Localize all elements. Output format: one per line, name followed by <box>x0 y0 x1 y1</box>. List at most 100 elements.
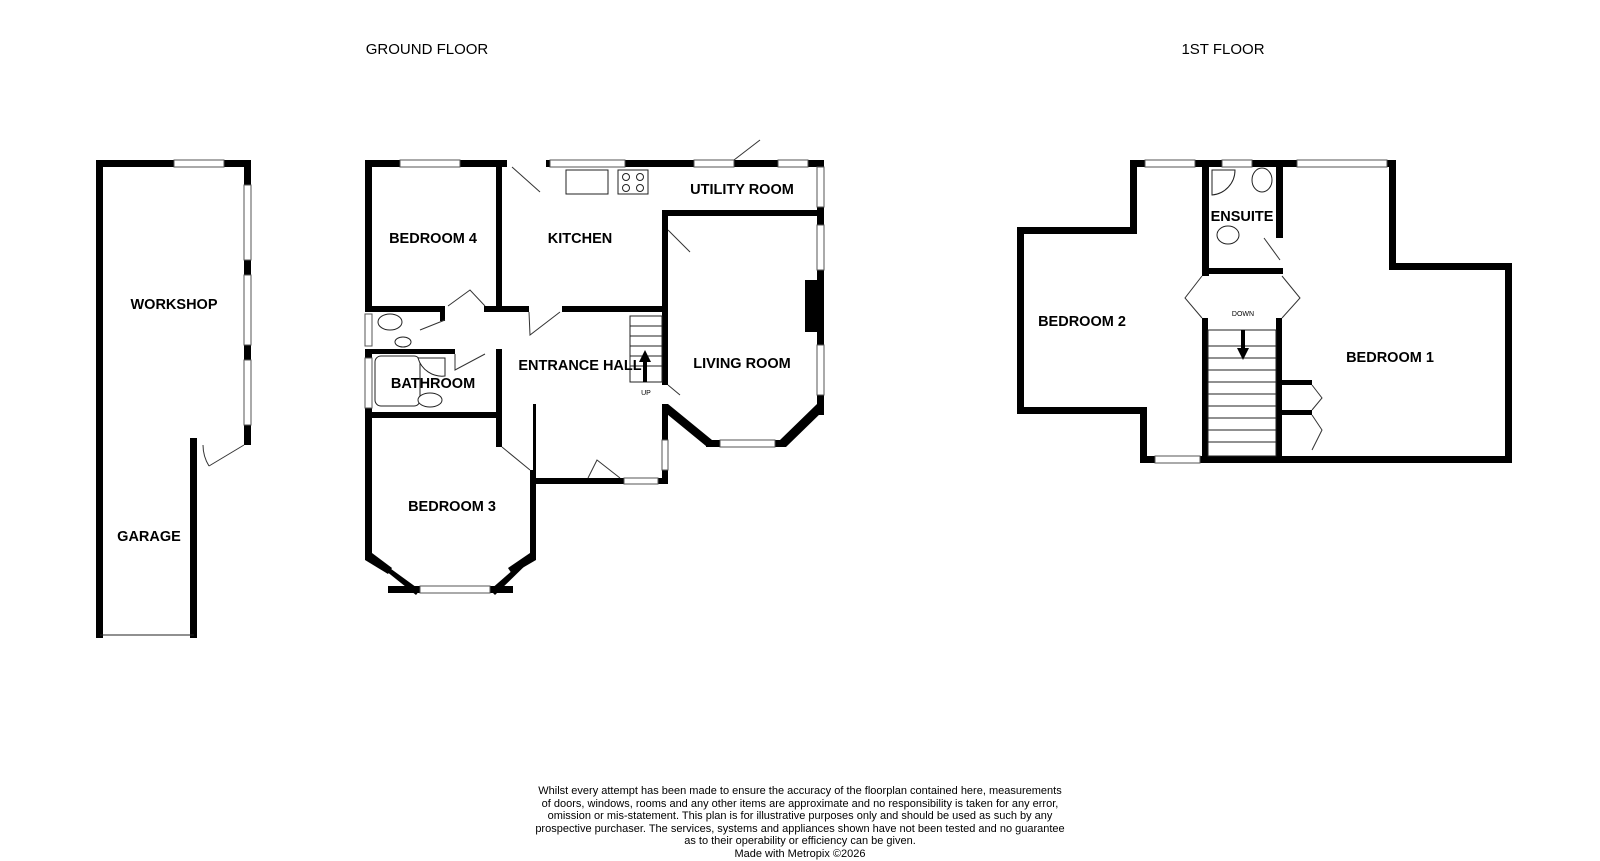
toilet-icon <box>377 313 403 331</box>
door <box>1311 414 1323 451</box>
door <box>733 139 761 161</box>
hob-ring <box>636 173 644 181</box>
door <box>587 459 621 479</box>
room-label-bedroom1: BEDROOM 1 <box>1346 350 1434 366</box>
disclaimer-line: prospective purchaser. The services, sys… <box>535 822 1065 835</box>
door <box>1311 384 1323 411</box>
wall <box>365 306 445 312</box>
wall <box>1017 227 1137 234</box>
wall <box>365 349 455 354</box>
window <box>661 439 669 471</box>
wall <box>780 404 824 447</box>
window <box>549 159 626 168</box>
door <box>447 289 486 307</box>
wall <box>530 470 536 560</box>
hob-ring <box>622 173 630 181</box>
stair-arrow-icon <box>1237 348 1249 360</box>
window <box>816 166 825 208</box>
door <box>454 353 486 371</box>
wall <box>662 210 668 385</box>
basin-icon <box>417 392 443 408</box>
door <box>1184 275 1203 319</box>
shower-icon <box>1211 169 1236 196</box>
sink-icon <box>565 169 609 195</box>
door <box>667 384 681 396</box>
window <box>693 159 735 168</box>
wall <box>1276 160 1283 238</box>
door <box>202 444 245 467</box>
hob-ring <box>636 184 644 192</box>
window <box>364 357 373 409</box>
wall <box>1276 318 1282 463</box>
door <box>501 446 531 471</box>
basin-icon <box>1216 225 1240 245</box>
door <box>511 166 541 193</box>
wall <box>490 555 536 595</box>
credit-line: Made with Metropix ©2026 <box>734 847 866 860</box>
window <box>777 159 809 168</box>
wall <box>662 404 712 446</box>
stair-down-label: DOWN <box>1232 311 1254 318</box>
window <box>419 585 491 594</box>
wall <box>1202 160 1209 276</box>
stair-up-label: UP <box>641 390 651 397</box>
room-label-entrance-hall: ENTRANCE HALL <box>518 358 641 374</box>
fireplace <box>805 280 817 332</box>
first-floor-walls <box>1017 159 1512 464</box>
shower-icon <box>417 357 446 377</box>
room-label-bathroom: BATHROOM <box>391 376 475 392</box>
hob-ring <box>622 184 630 192</box>
wall <box>1505 263 1512 463</box>
door <box>667 229 691 253</box>
room-label-ensuite: ENSUITE <box>1211 209 1274 225</box>
room-label-bedroom3: BEDROOM 3 <box>408 499 496 515</box>
wall <box>365 349 372 559</box>
wall <box>366 555 420 595</box>
window <box>623 477 659 485</box>
window <box>399 159 461 168</box>
wall <box>546 160 824 167</box>
wall <box>562 306 662 312</box>
window <box>173 159 225 168</box>
door <box>1281 275 1301 319</box>
disclaimer-line: omission or mis-statement. This plan is … <box>547 810 1053 823</box>
room-label-workshop: WORKSHOP <box>131 297 218 313</box>
window <box>1221 159 1253 168</box>
wall <box>484 306 529 312</box>
window <box>364 313 373 347</box>
wall <box>817 160 824 415</box>
wall <box>1282 380 1312 385</box>
disclaimer-line: as to their operability or efficiency ca… <box>684 835 916 848</box>
wall <box>1389 263 1512 270</box>
room-label-utility-room: UTILITY ROOM <box>690 182 794 198</box>
window <box>1144 159 1196 168</box>
disclaimer-line: of doors, windows, rooms and any other i… <box>541 797 1059 810</box>
door <box>419 319 446 331</box>
wall <box>496 412 502 447</box>
wall <box>1140 407 1147 463</box>
bath-icon <box>374 355 421 407</box>
stair-arrow-icon <box>639 350 651 362</box>
wall <box>662 210 824 216</box>
stair-arrow-icon <box>1241 330 1245 350</box>
room-label-bedroom2: BEDROOM 2 <box>1038 314 1126 330</box>
wall <box>533 478 668 484</box>
wall <box>496 349 502 419</box>
wall <box>440 306 445 321</box>
wall <box>365 160 372 312</box>
wall <box>1282 410 1312 415</box>
wall <box>365 412 502 418</box>
ground-floor-title: GROUND FLOOR <box>366 41 489 58</box>
wall <box>1017 407 1147 414</box>
window <box>816 224 825 271</box>
room-label-kitchen: KITCHEN <box>548 231 612 247</box>
room-label-garage: GARAGE <box>117 529 181 545</box>
wall <box>1017 227 1024 414</box>
window <box>243 184 252 261</box>
wall <box>1202 268 1283 274</box>
room-label-living-room: LIVING ROOM <box>693 356 790 372</box>
window <box>1296 159 1388 168</box>
hob-icon <box>617 169 649 195</box>
wall <box>190 438 197 638</box>
